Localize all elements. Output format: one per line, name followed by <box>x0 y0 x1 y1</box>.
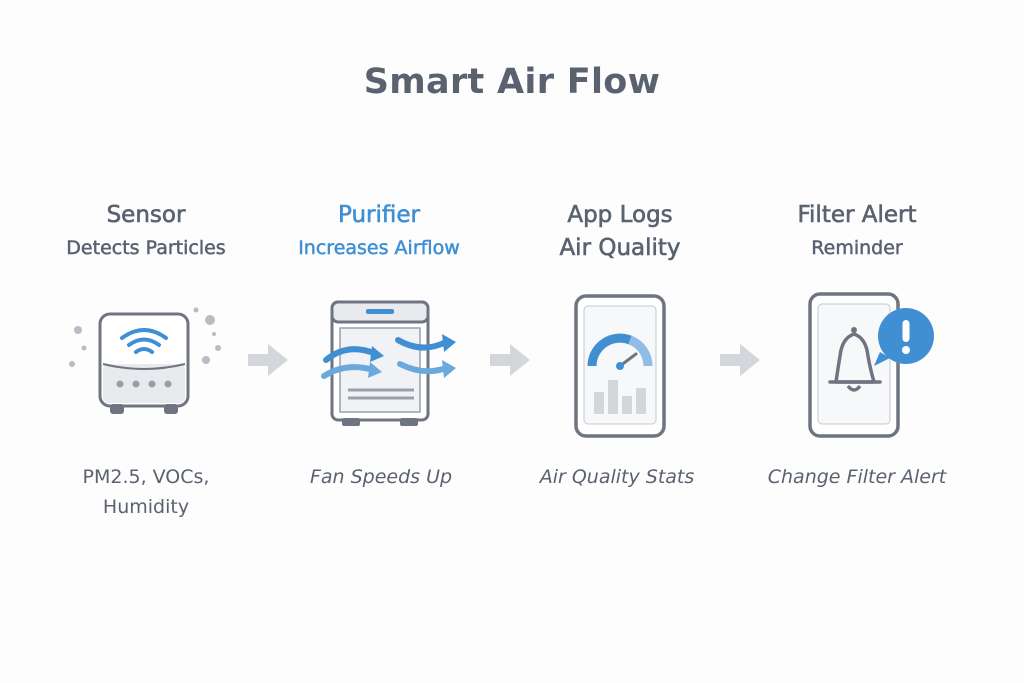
step-filter-alert: Filter Alert Reminder <box>742 198 972 264</box>
step-heading: Filter Alert <box>797 202 917 229</box>
caption-app-logs: Air Quality Stats <box>539 466 695 488</box>
step-subheading: Air Quality <box>559 235 681 262</box>
caption-line: PM2.5, VOCs, <box>82 466 210 488</box>
step-purifier: Purifier Increases Airflow <box>264 198 494 264</box>
flow-arrow-icon <box>490 344 530 376</box>
phone-gauge-icon <box>574 294 666 438</box>
air-sensor-icon <box>69 307 221 414</box>
step-heading: App Logs <box>567 202 673 229</box>
phone-bell-alert-icon <box>808 292 934 438</box>
flow-arrow-icon <box>720 344 760 376</box>
step-subheading: Reminder <box>811 237 903 260</box>
caption-purifier: Fan Speeds Up <box>309 466 453 488</box>
step-subheading: Increases Airflow <box>298 237 460 260</box>
step-sensor: Sensor Detects Particles <box>31 198 261 264</box>
step-heading: Purifier <box>338 202 421 229</box>
step-subheading: Detects Particles <box>66 237 226 260</box>
page-title: Smart Air Flow <box>363 62 661 102</box>
flow-arrow-icon <box>248 344 288 376</box>
purifier-airflow-icon <box>321 300 456 426</box>
caption-line: Humidity <box>102 496 190 518</box>
step-app-logs: App Logs Air Quality <box>505 198 735 265</box>
caption-sensor: PM2.5, VOCs, Humidity <box>31 462 261 522</box>
caption-filter-alert: Change Filter Alert <box>767 466 947 488</box>
step-heading: Sensor <box>106 202 186 229</box>
